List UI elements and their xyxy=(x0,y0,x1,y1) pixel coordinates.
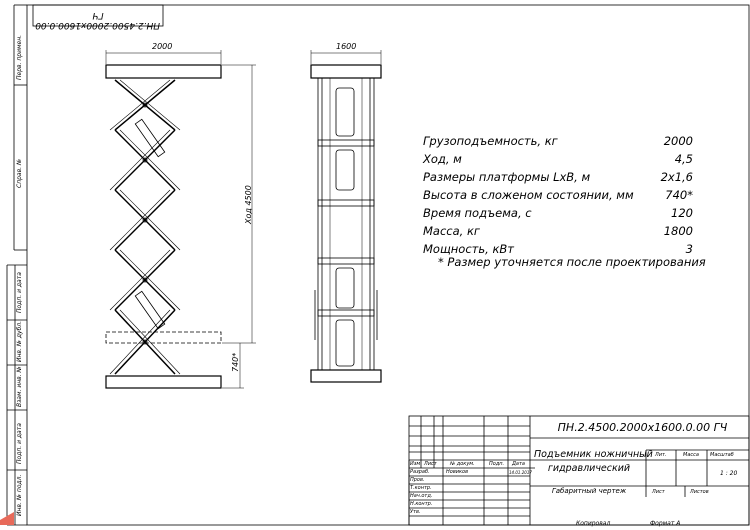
margin-podp-data-1: Подп. и дата xyxy=(16,272,23,313)
tb-lit: Лит. xyxy=(655,452,667,458)
spec-label: Грузоподъемность, кг xyxy=(423,134,558,148)
tb-col-data: Дата xyxy=(512,461,525,467)
tb-listov-label: Листов xyxy=(690,489,709,495)
spec-value: 4,5 xyxy=(674,152,693,166)
tb-col-izm: Изм xyxy=(410,461,421,467)
tb-row-nkontr: Н.контр. xyxy=(410,501,433,507)
tb-row-utv: Утв. xyxy=(410,509,421,515)
spec-row: Ход, м 4,5 xyxy=(423,152,693,169)
spec-label: Мощность, кВт xyxy=(423,242,514,256)
margin-inv-dubl: Инв. № дубл. xyxy=(16,320,23,362)
spec-row: Масса, кг 1800 xyxy=(423,224,693,241)
tb-col-podp: Подп. xyxy=(489,461,505,467)
tb-razrab-date: 14.01.2017 xyxy=(509,470,532,475)
spec-row: Мощность, кВт 3 xyxy=(423,242,693,259)
tb-col-ndoc: № докум. xyxy=(450,461,475,467)
spec-value: 3 xyxy=(685,242,693,256)
tb-designation: ПН.2.4500.2000х1600.0.00 ГЧ xyxy=(557,421,728,434)
dimension-stroke: Ход 4500 xyxy=(244,185,253,224)
tb-row-prov: Пров. xyxy=(410,477,425,483)
spec-value: 1800 xyxy=(663,224,693,238)
dimension-width-front: 2000 xyxy=(152,42,173,51)
tb-list-label: Лист xyxy=(652,489,665,495)
corner-designation: ПН.2.4500.2000х1600.0.00 ГЧ xyxy=(35,10,160,30)
footer-format: Формат А xyxy=(650,520,681,527)
spec-label: Высота в сложеном состоянии, мм xyxy=(423,188,634,202)
front-view xyxy=(105,64,222,389)
tb-scale-value: 1 : 20 xyxy=(720,470,738,477)
spec-value: 740* xyxy=(665,188,693,202)
tb-masshtab: Масштаб xyxy=(710,452,734,458)
spec-note: * Размер уточняется после проектирования xyxy=(438,255,706,269)
spec-label: Ход, м xyxy=(423,152,462,166)
spec-value: 2000 xyxy=(663,134,693,148)
spec-value: 120 xyxy=(671,206,693,220)
title-block-lines xyxy=(408,415,750,526)
tb-row-nach: Нач.отд. xyxy=(410,493,433,499)
spec-row: Грузоподъемность, кг 2000 xyxy=(423,134,693,151)
margin-perv-primen: Перв. примен. xyxy=(16,34,23,80)
tb-name-line1: Подъемник ножничный xyxy=(534,449,653,460)
tb-massa: Масса xyxy=(683,452,699,458)
spec-row: Высота в сложеном состоянии, мм 740* xyxy=(423,188,693,205)
tb-name-line2: гидравлический xyxy=(547,463,631,474)
tb-row-razrab: Разраб. xyxy=(410,469,430,475)
tb-doc-type: Габаритный чертеж xyxy=(551,487,627,495)
footer-kopiroval: Копировал xyxy=(576,520,611,527)
spec-label: Размеры платформы LxB, м xyxy=(423,170,591,184)
tb-razrab-name: Новиков xyxy=(446,469,469,475)
tb-row-tkontr: Т.контр. xyxy=(410,485,432,491)
spec-row: Размеры платформы LxB, м 2х1,6 xyxy=(423,170,693,187)
spec-label: Масса, кг xyxy=(423,224,480,238)
margin-inv-podl: Инв. № подл. xyxy=(16,474,23,516)
side-view xyxy=(310,64,382,383)
margin-podp-data-2: Подп. и дата xyxy=(16,423,23,464)
spec-label: Время подъема, с xyxy=(423,206,532,220)
tb-col-list: Лист xyxy=(424,461,437,467)
margin-vzam-inv: Взам. инв. № xyxy=(16,366,23,407)
spec-value: 2х1,6 xyxy=(660,170,693,184)
spec-row: Время подъема, с 120 xyxy=(423,206,693,223)
corner-stamp-icon xyxy=(0,512,14,525)
dimension-width-side: 1600 xyxy=(336,42,357,51)
margin-sprav-no: Справ. № xyxy=(16,158,23,188)
dimension-closed-height: 740* xyxy=(231,352,240,372)
